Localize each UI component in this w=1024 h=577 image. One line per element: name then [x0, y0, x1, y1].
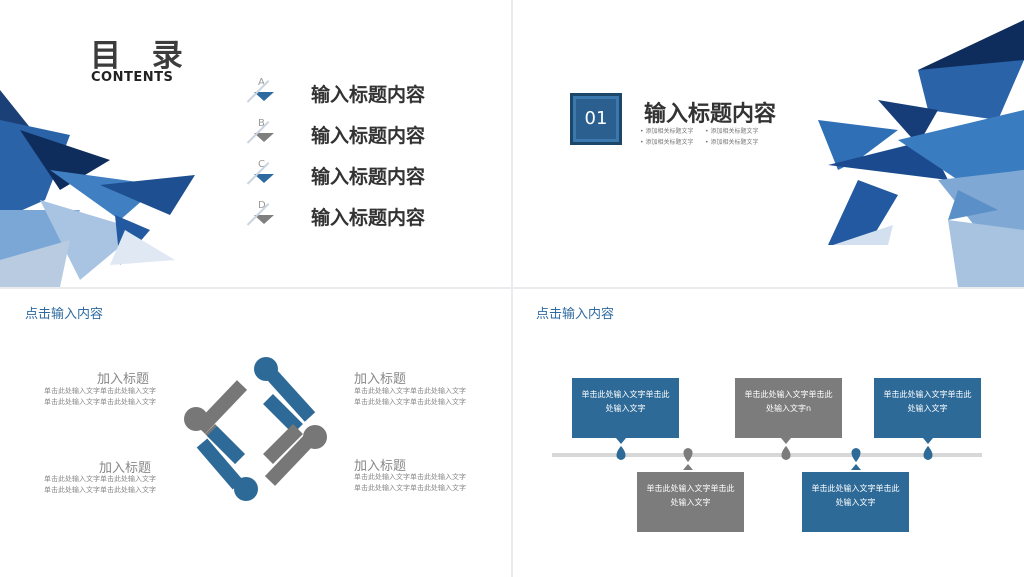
- slide-contents[interactable]: 目 录 CONTENTS A 输入标题内容 B 输入标题内容 C 输入标题内容 …: [0, 0, 511, 287]
- polygon-art-right: [818, 20, 1024, 287]
- bullet-text: • 添加相关标题文字: [640, 128, 694, 135]
- slide-timeline[interactable]: 点击输入内容 单击此处输入文字单击此处输入文字 单击此处输入文字单击此处输入文字…: [513, 289, 1024, 577]
- block-title: 加入标题: [99, 461, 152, 476]
- timeline-markers: [616, 438, 933, 470]
- block-text: 单击此处输入文字单击此处输入文字 单击此处输入文字单击此处输入文字: [354, 387, 466, 406]
- block-text: 单击此处输入文字单击此处输入文字 单击此处输入文字单击此处输入文字: [44, 475, 156, 494]
- timeline-box: 单击此处输入文字单击此处输入文字: [637, 472, 744, 532]
- timeline-axis: [552, 453, 982, 457]
- bullet-text: • 添加相关标题文字: [705, 128, 759, 135]
- toc-item-d[interactable]: D 输入标题内容: [246, 200, 490, 235]
- toc-label: 输入标题内容: [311, 166, 426, 188]
- toc-item-b[interactable]: B 输入标题内容: [246, 118, 490, 153]
- toc-letter: A: [258, 77, 265, 88]
- section-number: 01: [570, 93, 622, 145]
- toc-letter: D: [258, 200, 266, 211]
- toc-letter: B: [258, 118, 265, 129]
- block-text: 单击此处输入文字单击此处输入文字 单击此处输入文字单击此处输入文字: [44, 387, 156, 406]
- triangle-icon: [254, 174, 274, 183]
- triangle-icon: [254, 215, 274, 224]
- block-title: 加入标题: [354, 459, 407, 474]
- block-title: 加入标题: [354, 372, 407, 387]
- section-title: 输入标题内容: [644, 102, 777, 127]
- triangle-icon: [254, 133, 274, 142]
- timeline-box: 单击此处输入文字单击此处输入文字: [572, 378, 679, 438]
- section-heading: 点击输入内容: [25, 307, 104, 322]
- toc-letter: C: [258, 159, 265, 170]
- block-title: 加入标题: [97, 372, 150, 387]
- page-subtitle: CONTENTS: [91, 70, 174, 85]
- block-text: 单击此处输入文字单击此处输入文字 单击此处输入文字单击此处输入文字: [354, 473, 466, 492]
- timeline-box: 单击此处输入文字单击此处输入文字: [874, 378, 981, 438]
- timeline-box: 单击此处输入文字单击此处输入文字: [802, 472, 909, 532]
- section-heading: 点击输入内容: [536, 307, 615, 322]
- timeline-box: 单击此处输入文字单击此处输入文字n: [735, 378, 842, 438]
- toc-label: 输入标题内容: [311, 207, 426, 229]
- triangle-icon: [254, 92, 274, 101]
- toc-label: 输入标题内容: [311, 125, 426, 147]
- toc-item-a[interactable]: A 输入标题内容: [246, 77, 490, 112]
- toc-label: 输入标题内容: [311, 84, 426, 106]
- page-title: 目 录: [90, 38, 193, 74]
- slide-section[interactable]: 01 输入标题内容 • 添加相关标题文字 • 添加相关标题文字 • 添加相关标题…: [513, 0, 1024, 287]
- polygon-art-left: [0, 90, 195, 287]
- people-cycle-icon: [184, 357, 327, 501]
- bullet-text: • 添加相关标题文字: [640, 139, 694, 146]
- slide-cycle[interactable]: 点击输入内容 加入标题 单击此处输入文字单击此处输入文字 单击此处输入文字单击此…: [0, 289, 511, 577]
- toc-item-c[interactable]: C 输入标题内容: [246, 159, 490, 194]
- bullet-text: • 添加相关标题文字: [705, 139, 759, 146]
